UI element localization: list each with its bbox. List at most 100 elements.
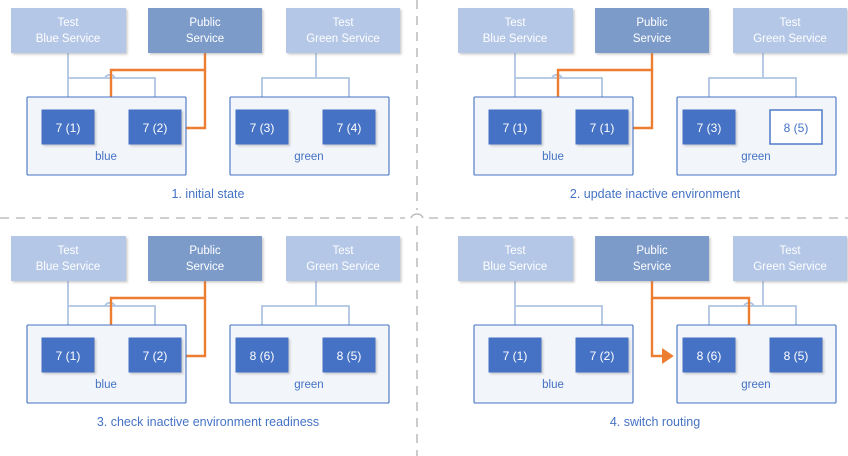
env-label-blue: blue <box>542 379 564 391</box>
version-box-green-1[interactable] <box>769 337 823 373</box>
version-label-green-1: 8 (5) <box>337 349 362 363</box>
service-box-public[interactable] <box>595 236 709 281</box>
service-box-test-green[interactable] <box>733 236 847 281</box>
service-label-test-green-line2: Green Service <box>753 261 827 273</box>
version-label-green-0: 7 (3) <box>697 121 722 135</box>
service-box-fill <box>286 236 400 281</box>
service-label-public-line2: Service <box>633 261 671 273</box>
version-label-blue-0: 7 (1) <box>56 121 81 135</box>
version-label-green-1: 8 (5) <box>784 349 809 363</box>
env-label-blue: blue <box>95 379 117 391</box>
version-box-green-0[interactable] <box>682 337 736 373</box>
service-box-test-blue[interactable] <box>11 236 126 281</box>
service-label-test-green-line2: Green Service <box>306 261 380 273</box>
service-box-fill <box>595 8 709 53</box>
version-box-fill <box>575 109 629 145</box>
service-label-test-blue-line2: Blue Service <box>36 261 101 273</box>
version-box-fill <box>41 337 95 373</box>
version-box-green-1[interactable] <box>769 109 823 145</box>
service-label-test-green-line1: Test <box>779 245 801 257</box>
version-box-green-0[interactable] <box>235 337 289 373</box>
service-label-test-green-line1: Test <box>779 17 801 29</box>
service-label-public-line1: Public <box>189 17 221 29</box>
version-label-blue-1: 7 (2) <box>590 349 615 363</box>
version-box-green-1[interactable] <box>322 337 376 373</box>
version-box-fill <box>322 337 376 373</box>
version-box-blue-1[interactable] <box>575 109 629 145</box>
service-box-test-blue[interactable] <box>458 8 573 53</box>
env-label-green: green <box>294 151 323 163</box>
service-label-test-green-line1: Test <box>332 245 354 257</box>
service-box-fill <box>11 236 126 281</box>
service-label-test-green-line2: Green Service <box>753 33 827 45</box>
panel-caption-4: 4. switch routing <box>610 415 700 429</box>
test-green-to-v3 <box>255 77 316 108</box>
service-label-test-blue-line2: Blue Service <box>483 33 548 45</box>
service-box-test-green[interactable] <box>733 8 847 53</box>
service-label-test-blue-line1: Test <box>504 245 526 257</box>
version-box-blue-0[interactable] <box>41 109 95 145</box>
test-green-to-v4 <box>763 305 803 336</box>
panel-4: blue green 7 (1) 7 (2) 8 (6) 8 (5) Test … <box>458 236 847 429</box>
version-box-blue-0[interactable] <box>488 337 542 373</box>
version-box-fill <box>322 109 376 145</box>
version-box-blue-0[interactable] <box>488 109 542 145</box>
version-box-blue-1[interactable] <box>128 109 182 145</box>
service-box-public[interactable] <box>148 8 262 53</box>
public-arrow-to-v6 <box>650 281 674 365</box>
version-label-blue-1: 7 (1) <box>590 121 615 135</box>
service-box-test-blue[interactable] <box>458 236 573 281</box>
service-box-fill <box>733 8 847 53</box>
version-box-green-0[interactable] <box>682 109 736 145</box>
version-box-fill <box>488 337 542 373</box>
version-label-blue-0: 7 (1) <box>503 121 528 135</box>
version-box-fill <box>682 337 736 373</box>
service-box-public[interactable] <box>148 236 262 281</box>
version-label-green-1: 7 (4) <box>337 121 362 135</box>
test-blue-to-v2 <box>515 77 609 108</box>
test-green-to-v4 <box>316 305 356 336</box>
version-box-green-1[interactable] <box>322 109 376 145</box>
service-label-test-blue-line2: Blue Service <box>483 261 548 273</box>
version-box-blue-0[interactable] <box>41 337 95 373</box>
test-blue-to-v2 <box>68 305 162 336</box>
service-label-public-line1: Public <box>636 245 668 257</box>
version-label-green-1: 8 (5) <box>784 121 809 135</box>
env-label-blue: blue <box>95 151 117 163</box>
version-box-fill <box>575 337 629 373</box>
version-label-green-0: 8 (6) <box>250 349 275 363</box>
test-blue-to-v2 <box>515 305 609 336</box>
panel-caption-3: 3. check inactive environment readiness <box>97 415 319 429</box>
service-label-test-green-line1: Test <box>332 17 354 29</box>
version-box-fill <box>769 337 823 373</box>
divider-crossover-arc <box>410 213 424 219</box>
version-label-green-0: 8 (6) <box>697 349 722 363</box>
version-box-blue-1[interactable] <box>575 337 629 373</box>
service-box-test-blue[interactable] <box>11 8 126 53</box>
version-label-blue-0: 7 (1) <box>503 349 528 363</box>
service-label-public-line1: Public <box>189 245 221 257</box>
service-label-test-blue-line1: Test <box>57 17 79 29</box>
panel-2: blue green 7 (1) 7 (1) 7 (3) 8 (5) Test … <box>458 8 847 201</box>
service-box-fill <box>148 8 262 53</box>
service-box-test-green[interactable] <box>286 8 400 53</box>
version-box-fill <box>235 337 289 373</box>
service-label-public-line2: Service <box>633 33 671 45</box>
service-label-test-blue-line1: Test <box>504 17 526 29</box>
version-label-blue-1: 7 (2) <box>143 349 168 363</box>
env-label-green: green <box>741 379 770 391</box>
service-box-public[interactable] <box>595 8 709 53</box>
service-box-fill <box>733 236 847 281</box>
service-label-test-green-line2: Green Service <box>306 33 380 45</box>
version-label-blue-0: 7 (1) <box>56 349 81 363</box>
version-box-fill <box>128 337 182 373</box>
test-green-to-v3 <box>702 77 763 108</box>
version-box-green-0[interactable] <box>235 109 289 145</box>
service-box-fill <box>286 8 400 53</box>
version-label-blue-1: 7 (2) <box>143 121 168 135</box>
service-box-test-green[interactable] <box>286 236 400 281</box>
version-box-blue-1[interactable] <box>128 337 182 373</box>
service-label-test-blue-line1: Test <box>57 245 79 257</box>
